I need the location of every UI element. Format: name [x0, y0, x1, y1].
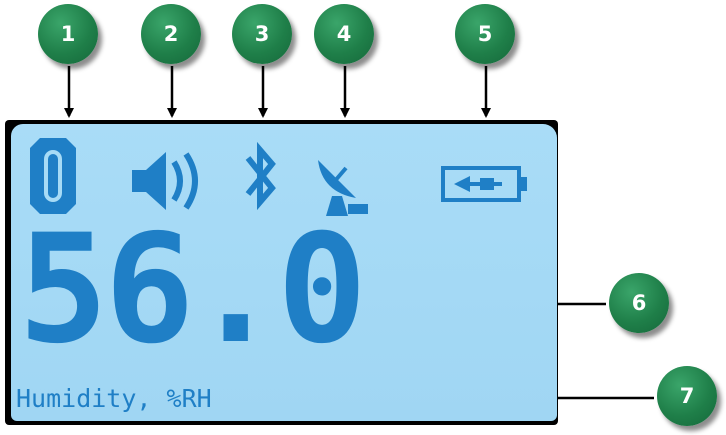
callout-1: 1	[38, 4, 98, 64]
humidity-unit-label: Humidity, %RH	[16, 384, 212, 413]
satellite-dish-icon	[318, 160, 368, 216]
humidity-reading: 56.0	[18, 203, 367, 377]
callout-3: 3	[232, 4, 292, 64]
callout-2: 2	[141, 4, 201, 64]
battery-charging-icon	[441, 166, 527, 202]
bluetooth-icon	[245, 141, 276, 211]
callout-5: 5	[455, 4, 515, 64]
callout-4: 4	[314, 4, 374, 64]
mode-indicator-icon	[30, 138, 76, 214]
callout-6: 6	[609, 273, 669, 333]
callout-7: 7	[657, 366, 717, 426]
speaker-icon	[132, 152, 198, 210]
lcd-display	[11, 124, 557, 421]
